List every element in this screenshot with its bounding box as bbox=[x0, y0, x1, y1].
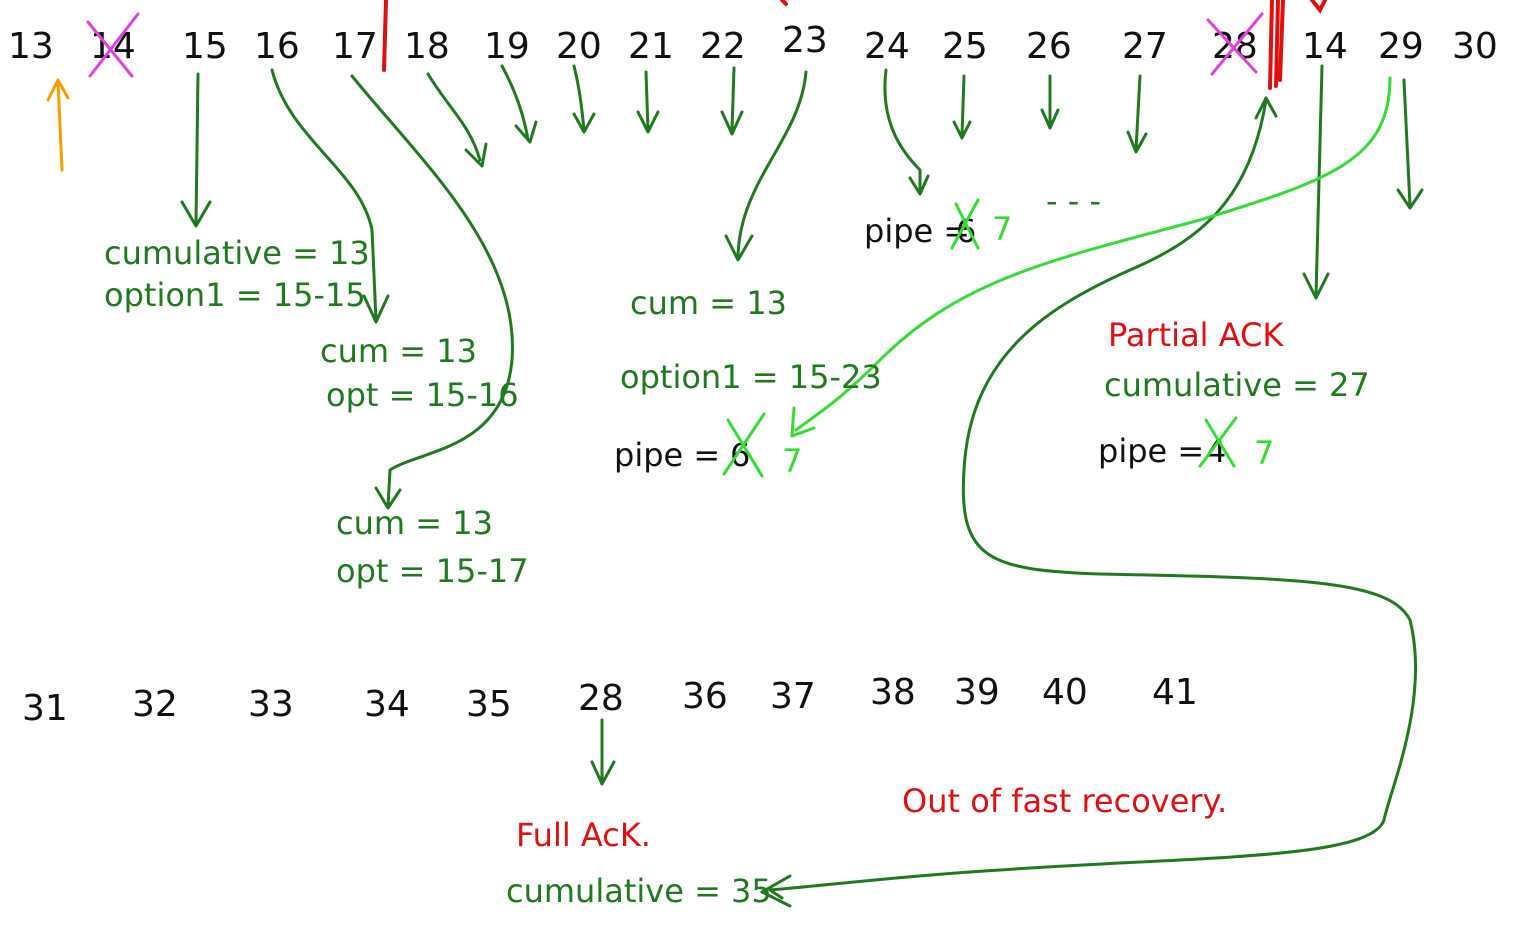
arrowhead-28-retransmit bbox=[1254, 96, 1278, 120]
partial-ack-pipe-new: 7 bbox=[1254, 434, 1274, 472]
annotation-24: pipe = 6 7 - - - bbox=[864, 182, 1101, 250]
seq-15: 15 bbox=[182, 26, 228, 67]
ann-23-pipe-old: 6 bbox=[730, 436, 750, 474]
cross-28-icon bbox=[1206, 12, 1264, 76]
seq-26: 26 bbox=[1026, 26, 1072, 67]
arrow-16 bbox=[270, 68, 390, 324]
partial-ack-title: Partial ACK bbox=[1108, 316, 1284, 354]
seq-14-retransmit: 14 bbox=[1302, 26, 1348, 67]
ann-16-opt: opt = 15-16 bbox=[326, 376, 519, 414]
partial-ack-cumulative: cumulative = 27 bbox=[1104, 366, 1370, 404]
lost-marks bbox=[86, 12, 1264, 78]
arrow-17 bbox=[350, 74, 514, 510]
arrow-30 bbox=[1396, 78, 1424, 210]
ann-23-option: option1 = 15-23 bbox=[620, 358, 882, 396]
arrow-14-retransmit bbox=[1302, 64, 1330, 300]
seq-33: 33 bbox=[248, 684, 294, 725]
full-ack-cumulative: cumulative = 35 bbox=[506, 872, 772, 910]
annotation-partial-ack: Partial ACK cumulative = 27 pipe = 4 7 bbox=[1098, 316, 1370, 472]
ann-23-cum: cum = 13 bbox=[630, 284, 787, 322]
ann-15-cumulative: cumulative = 13 bbox=[104, 234, 370, 272]
seq-27: 27 bbox=[1122, 26, 1168, 67]
orange-up-arrow-icon bbox=[46, 78, 70, 172]
ann-15-option: option1 = 15-15 bbox=[104, 276, 366, 314]
ann-24-strike-icon bbox=[950, 198, 980, 250]
ann-24-pipe-label: pipe = bbox=[864, 212, 970, 250]
ann-23-pipe-new: 7 bbox=[782, 442, 802, 480]
seq-25: 25 bbox=[942, 26, 988, 67]
seq-19: 19 bbox=[484, 26, 530, 67]
arrow-15 bbox=[180, 72, 212, 228]
out-of-fast-recovery-note: Out of fast recovery. bbox=[902, 782, 1227, 820]
arrow-28-full-ack-loop bbox=[760, 98, 1418, 908]
seq-18: 18 bbox=[404, 26, 450, 67]
seq-39: 39 bbox=[954, 672, 1000, 713]
seq-20: 20 bbox=[556, 26, 602, 67]
annotation-full-ack: Full AcK. cumulative = 35 bbox=[506, 816, 772, 910]
seq-34: 34 bbox=[364, 684, 410, 725]
arrow-19 bbox=[500, 64, 538, 144]
full-ack-title: Full AcK. bbox=[516, 816, 651, 854]
annotation-16: cum = 13 opt = 15-16 bbox=[320, 332, 519, 414]
partial-ack-strike-icon bbox=[1198, 416, 1238, 468]
cross-14-icon bbox=[86, 12, 140, 78]
seq-37: 37 bbox=[770, 676, 816, 717]
partial-ack-pipe-old: 4 bbox=[1206, 432, 1226, 470]
ack-arrows bbox=[180, 64, 1424, 908]
ann-23-pipe-label: pipe = bbox=[614, 436, 720, 474]
ann-24-pipe-new: 7 bbox=[992, 210, 1012, 248]
arrow-29-pipe-update bbox=[790, 76, 1392, 438]
arrow-21 bbox=[636, 70, 660, 134]
annotation-15: cumulative = 13 option1 = 15-15 bbox=[104, 234, 370, 314]
arrow-23 bbox=[724, 70, 808, 262]
red-divider-17 bbox=[382, 0, 388, 72]
bottom-sequence-row: 31 32 33 34 35 28 36 37 38 39 40 41 bbox=[22, 672, 1198, 729]
seq-30: 30 bbox=[1452, 26, 1498, 67]
red-markers bbox=[382, 0, 1327, 90]
seq-40: 40 bbox=[1042, 672, 1088, 713]
annotation-17: cum = 13 opt = 15-17 bbox=[336, 504, 529, 590]
seq-31: 31 bbox=[22, 688, 68, 729]
ann-17-opt: opt = 15-17 bbox=[336, 552, 529, 590]
ann-23-strike-icon bbox=[722, 412, 766, 478]
arrow-22 bbox=[720, 66, 744, 136]
top-sequence-row: 13 14 15 16 17 18 19 20 21 22 23 24 25 2… bbox=[8, 20, 1498, 67]
seq-23: 23 bbox=[782, 20, 828, 61]
red-tick-top bbox=[780, 0, 788, 6]
arrow-20 bbox=[572, 64, 596, 134]
seq-38: 38 bbox=[870, 672, 916, 713]
seq-28-retransmit: 28 bbox=[578, 678, 624, 719]
ann-24-dashes: - - - bbox=[1046, 182, 1101, 220]
ann-16-cum: cum = 13 bbox=[320, 332, 477, 370]
seq-17: 17 bbox=[332, 26, 378, 67]
annotation-23: cum = 13 option1 = 15-23 pipe = 6 7 bbox=[614, 284, 882, 480]
arrow-27 bbox=[1126, 74, 1148, 154]
arrow-26 bbox=[1040, 74, 1060, 130]
red-divider-28 bbox=[1268, 0, 1285, 90]
red-tick-right bbox=[1310, 0, 1327, 14]
seq-41: 41 bbox=[1152, 672, 1198, 713]
seq-35: 35 bbox=[466, 684, 512, 725]
seq-36: 36 bbox=[682, 676, 728, 717]
seq-24: 24 bbox=[864, 26, 910, 67]
seq-29: 29 bbox=[1378, 26, 1424, 67]
arrow-25 bbox=[952, 74, 972, 140]
seq-21: 21 bbox=[628, 26, 674, 67]
arrow-18 bbox=[426, 72, 488, 168]
seq-16: 16 bbox=[254, 26, 300, 67]
seq-32: 32 bbox=[132, 684, 178, 725]
ann-24-pipe-old: 6 bbox=[956, 212, 976, 250]
partial-ack-pipe-label: pipe = bbox=[1098, 432, 1204, 470]
arrow-28-bottom bbox=[590, 718, 616, 786]
ann-17-cum: cum = 13 bbox=[336, 504, 493, 542]
arrow-24 bbox=[883, 68, 930, 196]
seq-13: 13 bbox=[8, 26, 54, 67]
seq-22: 22 bbox=[700, 26, 746, 67]
